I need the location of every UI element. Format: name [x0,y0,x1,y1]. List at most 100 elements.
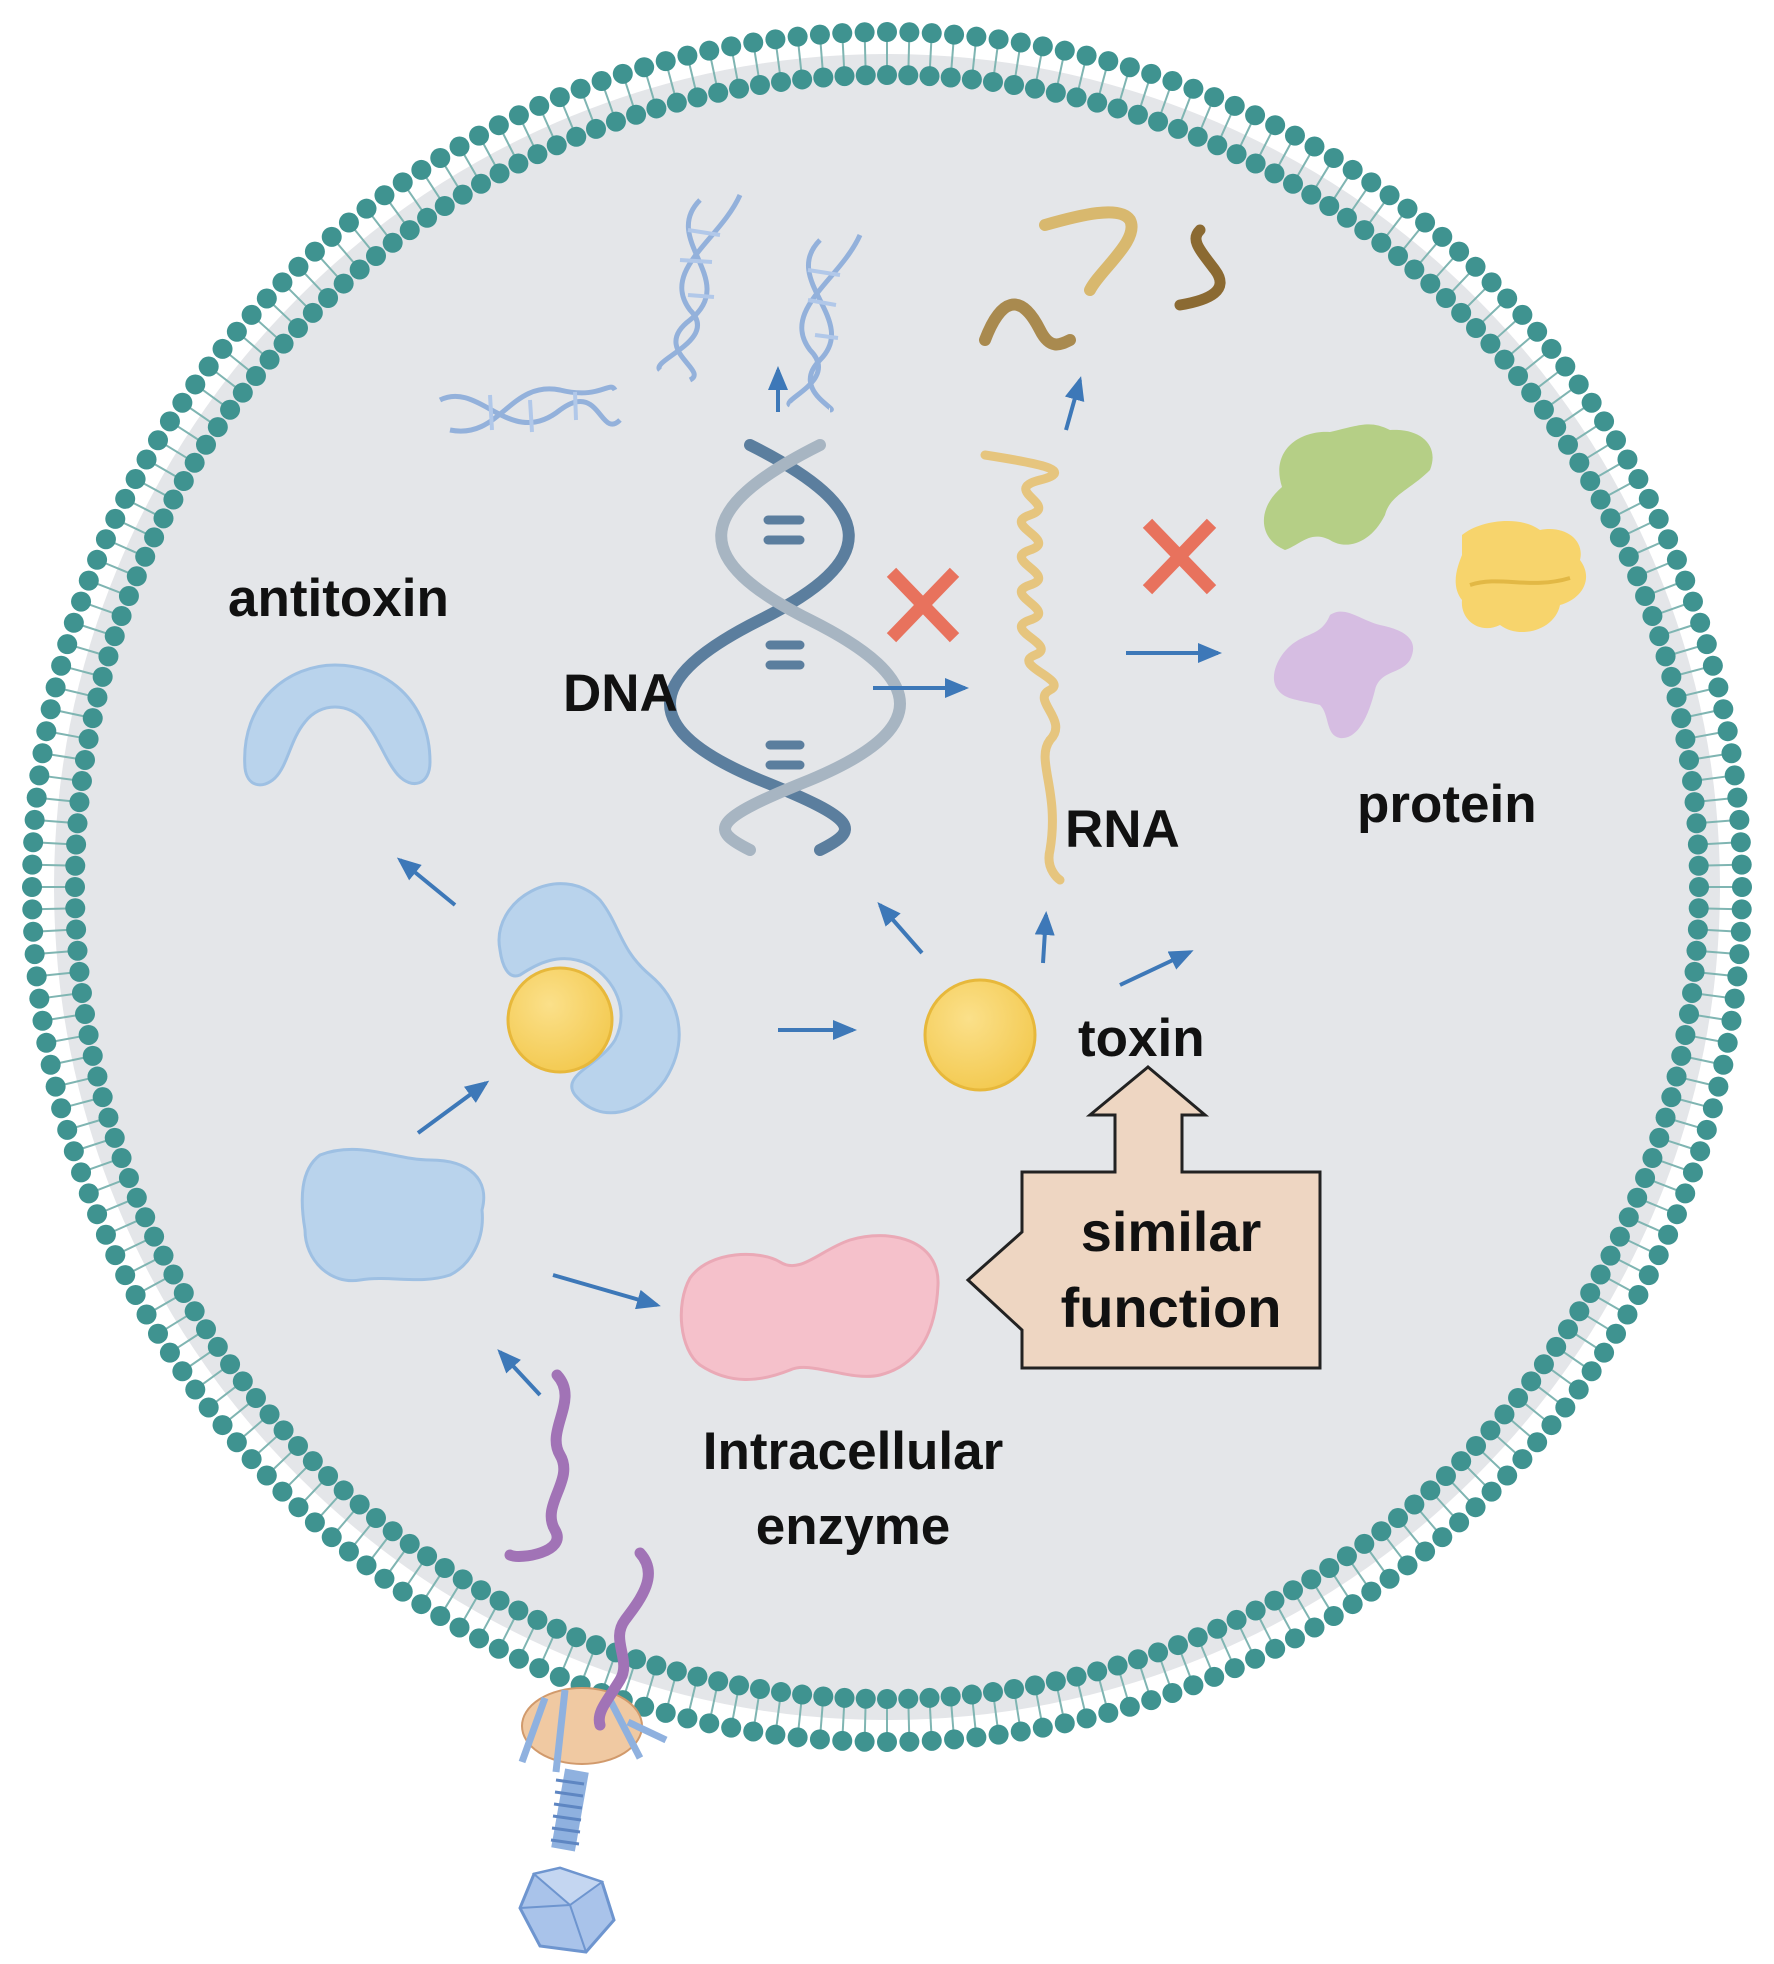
membrane-bead [586,1635,607,1656]
membrane-bead [655,1702,676,1723]
membrane-bead [1732,877,1752,897]
membrane-bead [1541,338,1562,359]
membrane-bead [566,1627,587,1648]
membrane-bead [71,771,92,792]
membrane-bead [374,185,395,206]
membrane-bead [1635,1167,1656,1188]
membrane-bead [549,87,570,108]
membrane-bead [136,449,157,470]
membrane-bead [105,508,126,529]
membrane-bead [1687,919,1708,940]
phage-nucleic-acid-inject [593,1547,654,1731]
membrane-bead [1521,1371,1542,1392]
arrow-group [396,366,1222,1397]
membrane-bead [22,899,43,920]
membrane-bead [966,26,987,47]
membrane-bead [721,1717,742,1738]
membrane-bead [1284,125,1305,146]
membrane-bead [184,1301,205,1322]
membrane-bead [1432,226,1453,247]
membrane-bead [111,1148,132,1169]
membrane-bead [1245,153,1266,174]
membrane-bead [898,1688,919,1709]
label-function: function [1060,1276,1282,1339]
membrane-bead [1494,349,1515,370]
membrane-bead [1336,207,1357,228]
membrane-bead [241,304,262,325]
membrane-bead [988,1724,1009,1745]
membrane-bead [666,92,687,113]
membrane-bead [1606,430,1627,451]
membrane-bead [1666,549,1687,570]
membrane-bead [1527,1432,1548,1453]
membrane-bead [1627,1187,1648,1208]
membrane-bead [195,1319,216,1340]
membrane-bead [1087,92,1108,113]
membrane-bead [1098,1702,1119,1723]
membrane-bead [1032,36,1053,57]
membrane-bead [1649,1127,1670,1148]
membrane-bead [1226,144,1247,165]
membrane-bead [256,1465,277,1486]
membrane-bead [743,1721,764,1742]
membrane-bead [1655,1107,1676,1128]
membrane-bead [529,95,550,116]
protein-purple-icon [1273,611,1414,739]
membrane-bead [1162,71,1183,92]
membrane-bead [1107,1655,1128,1676]
membrane-bead [1721,743,1742,764]
membrane-bead [98,1107,119,1128]
membrane-bead [126,1187,147,1208]
membrane-bead [74,1004,95,1025]
membrane-bead [69,961,90,982]
membrane-bead [1684,961,1705,982]
membrane-bead [1546,417,1567,438]
membrane-bead [1024,78,1045,99]
membrane-bead [1717,1032,1738,1053]
membrane-bead [1466,318,1487,339]
membrane-bead [273,1420,294,1441]
membrane-bead [1379,185,1400,206]
membrane-bead [1264,1590,1285,1611]
membrane-bead [67,940,88,961]
membrane-bead [1449,1512,1470,1533]
membrane-bead [207,1336,228,1357]
membrane-bead [1388,1508,1409,1529]
membrane-bead [1301,1569,1322,1590]
membrane-bead [1569,1301,1590,1322]
membrane-bead [98,646,119,667]
membrane-bead [1004,1679,1025,1700]
similar-function-callout [965,1065,1322,1370]
membrane-bead [74,749,95,770]
membrane-bead [40,1054,61,1075]
membrane-bead [1594,1342,1615,1363]
membrane-bead [365,1508,386,1529]
membrane-bead [365,245,386,266]
membrane-bead [1568,374,1589,395]
membrane-bead [1304,1617,1325,1638]
membrane-bead [434,195,455,216]
membrane-bead [508,1648,529,1669]
membrane-bead [1594,411,1615,432]
membrane-bead [1671,1045,1692,1066]
membrane-bead [212,1415,233,1436]
dna-fragments-icon [438,193,863,434]
membrane-bead [1371,232,1392,253]
membrane-bead [65,877,85,897]
membrane-bead [36,721,57,742]
membrane-bead [1679,1004,1700,1025]
membrane-bead [1127,1649,1148,1670]
membrane-bead [1204,87,1225,108]
membrane-bead [919,66,940,87]
membrane-bead [1682,771,1703,792]
membrane-bead [1541,1415,1562,1436]
membrane-bead [982,1682,1003,1703]
membrane-bead [1045,1671,1066,1692]
membrane-bead [1533,1354,1554,1375]
membrane-bead [1508,365,1529,386]
membrane-bead [1451,1451,1472,1472]
membrane-bead [1010,32,1031,53]
membrane-bead [159,1342,180,1363]
membrane-bead [1713,1054,1734,1075]
